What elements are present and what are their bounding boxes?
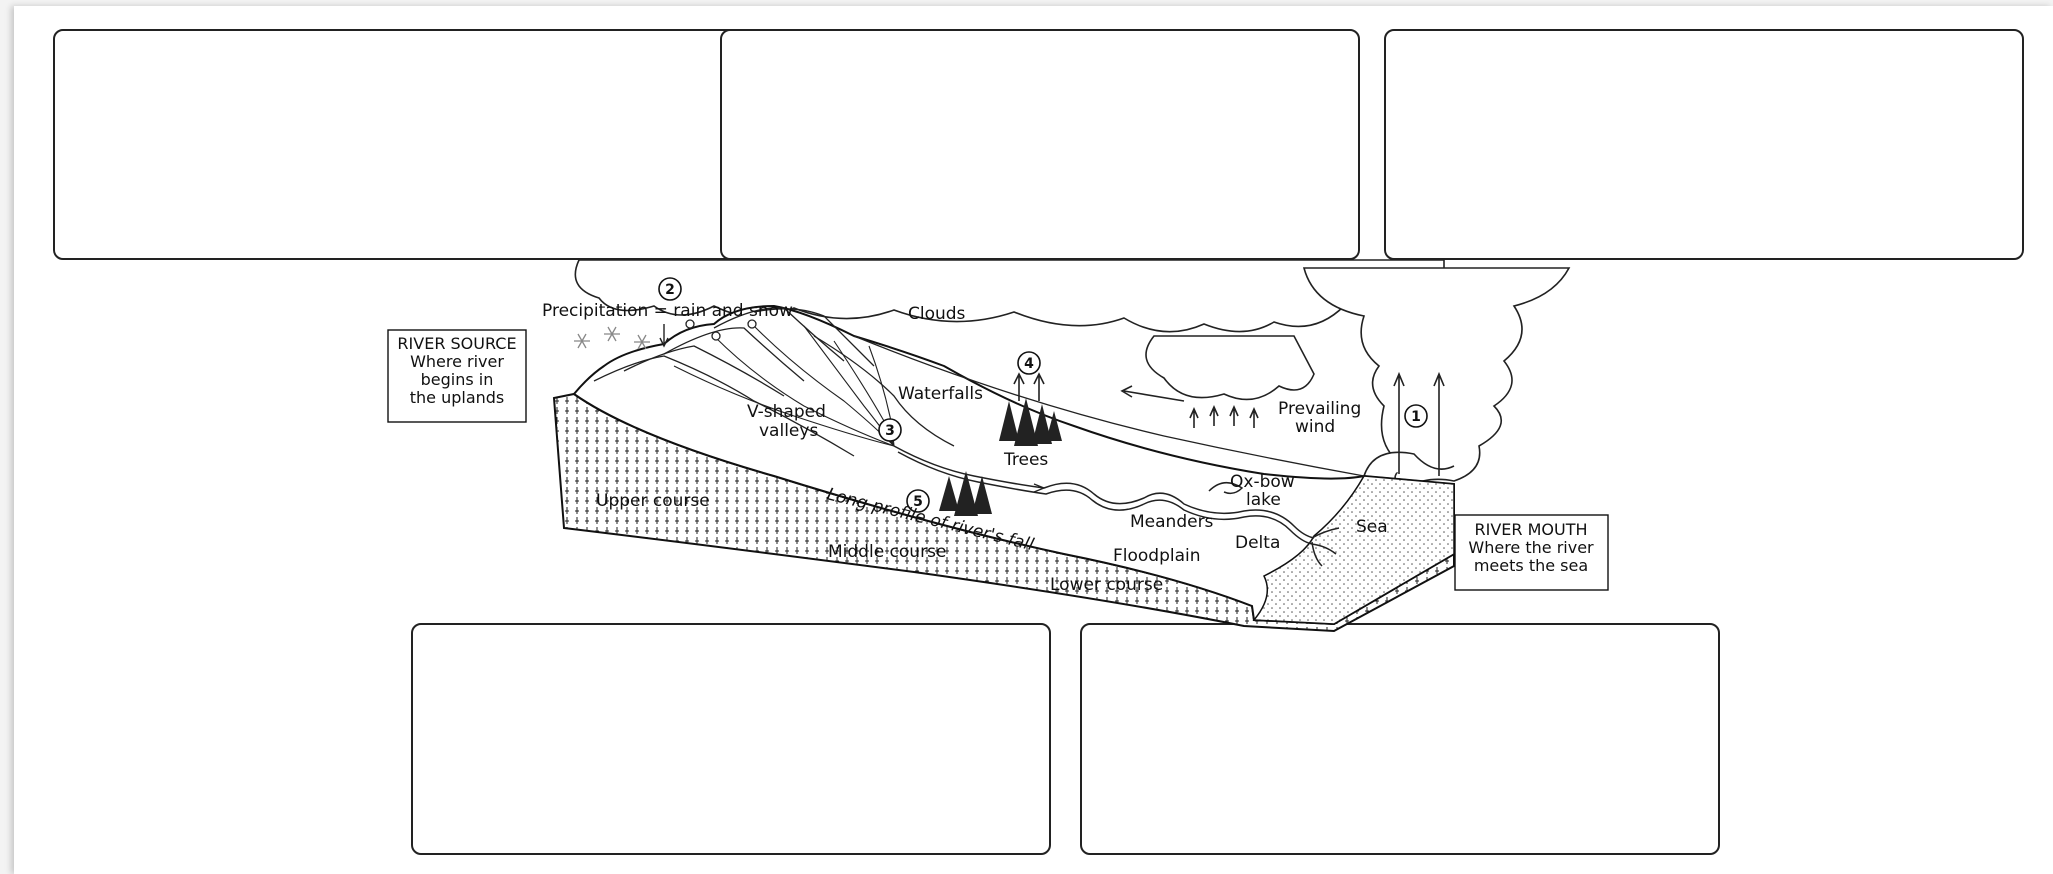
svg-text:2: 2: [665, 282, 675, 298]
label-lower-course: Lower course: [1050, 575, 1163, 595]
svg-text:begins in: begins in: [421, 370, 494, 389]
marker-1: 1: [1405, 405, 1427, 427]
svg-text:the uplands: the uplands: [410, 388, 505, 407]
river-mouth-caption: RIVER MOUTH Where the river meets the se…: [1455, 515, 1608, 590]
svg-text:Where the river: Where the river: [1468, 538, 1594, 557]
label-precipitation: Precipitation = rain and snow: [542, 301, 793, 321]
label-middle-course: Middle course: [828, 542, 946, 562]
river-landscape-diagram: 1 2 3 4 5 Precipitation = rain and snow …: [14, 6, 2053, 874]
label-v-shaped-valleys-line2: valleys: [759, 421, 818, 441]
label-waterfalls: Waterfalls: [898, 384, 983, 404]
label-v-shaped-valleys-line1: V-shaped: [747, 402, 826, 422]
svg-text:meets the sea: meets the sea: [1474, 556, 1588, 575]
label-meanders: Meanders: [1130, 512, 1214, 532]
evaporation-arrows: [1014, 374, 1044, 401]
label-sea: Sea: [1356, 517, 1388, 537]
svg-text:Where river: Where river: [410, 352, 504, 371]
svg-text:RIVER MOUTH: RIVER MOUTH: [1474, 520, 1587, 539]
river-source-caption: RIVER SOURCE Where river begins in the u…: [388, 330, 526, 422]
label-floodplain: Floodplain: [1113, 546, 1201, 566]
label-trees: Trees: [1003, 450, 1048, 470]
marker-2: 2: [659, 278, 681, 300]
marker-4: 4: [1018, 352, 1040, 374]
marker-3: 3: [879, 419, 901, 441]
label-prevailing-wind-line2: wind: [1295, 417, 1335, 437]
label-prevailing-wind-line1: Prevailing: [1278, 399, 1361, 419]
snowflake-icons: [574, 327, 650, 349]
worksheet-page: 1 2 3 4 5 Precipitation = rain and snow …: [14, 6, 2053, 874]
label-upper-course: Upper course: [596, 491, 710, 511]
label-ox-bow-lake-line1: Ox-bow: [1230, 472, 1295, 492]
svg-text:3: 3: [885, 423, 895, 439]
label-delta: Delta: [1235, 533, 1280, 553]
svg-text:4: 4: [1024, 356, 1034, 372]
label-clouds: Clouds: [908, 304, 966, 324]
label-ox-bow-lake-line2: lake: [1246, 490, 1281, 510]
svg-text:RIVER SOURCE: RIVER SOURCE: [397, 334, 516, 353]
svg-text:1: 1: [1411, 409, 1421, 425]
